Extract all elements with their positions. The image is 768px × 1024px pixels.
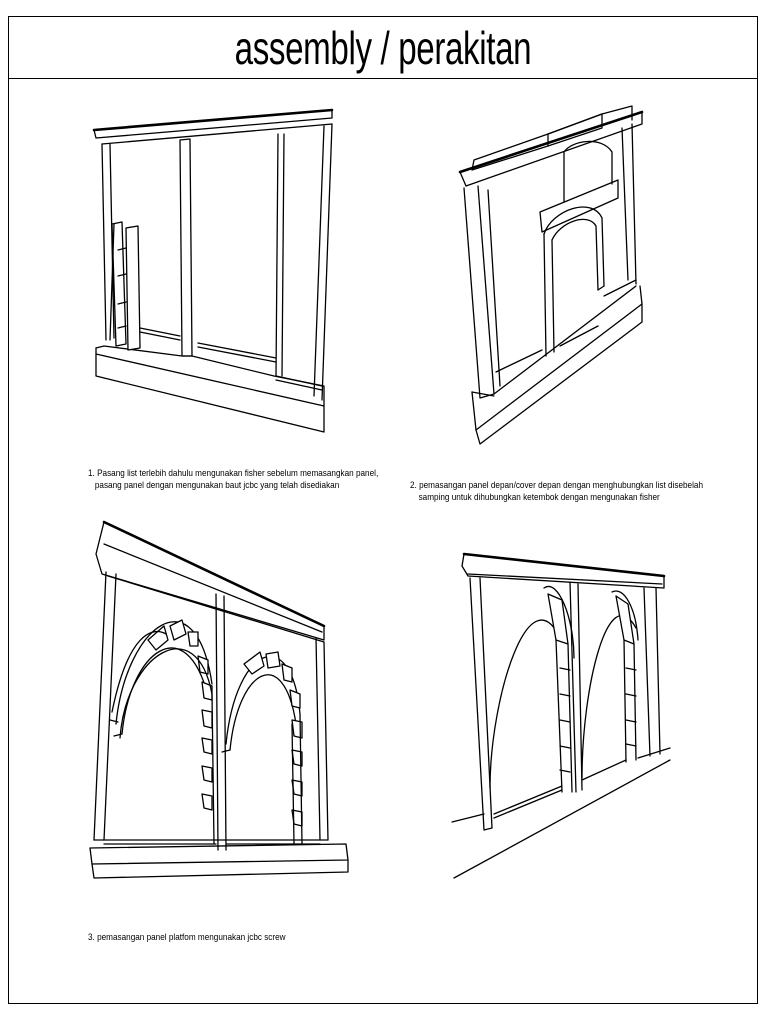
- step-2-caption-line-1: 2. pemasangan panel depan/cover depan de…: [410, 480, 703, 491]
- step-3-caption-line-1: 3. pemasangan panel platfom mengunakan j…: [88, 932, 286, 943]
- page-title: assembly / perakitan: [234, 22, 532, 74]
- step-4-illustration: [450, 548, 674, 884]
- step-1-drawing: [92, 108, 334, 433]
- step-3-caption: 3. pemasangan panel platfom mengunakan j…: [88, 932, 286, 944]
- title-block: assembly / perakitan: [9, 17, 757, 79]
- step-3-illustration: [86, 514, 354, 884]
- step-1-illustration: [88, 100, 348, 440]
- step-2-caption: 2. pemasangan panel depan/cover depan de…: [410, 480, 703, 504]
- step-3-drawing: [89, 520, 349, 879]
- step-2-caption-line-2: samping untuk dihubungkan ketembok denga…: [418, 492, 660, 503]
- step-2-illustration: [452, 100, 652, 460]
- step-1-caption-line-1: 1. Pasang list terlebih dahulu mengunaka…: [88, 468, 379, 479]
- step-2-drawing: [458, 105, 644, 445]
- step-4-drawing: [451, 552, 671, 879]
- step-1-caption: 1. Pasang list terlebih dahulu mengunaka…: [88, 468, 378, 492]
- drawing-sheet: assembly / perakitan: [8, 16, 758, 1004]
- step-1-caption-line-2: pasang panel dengan mengunakan baut jcbc…: [94, 480, 340, 491]
